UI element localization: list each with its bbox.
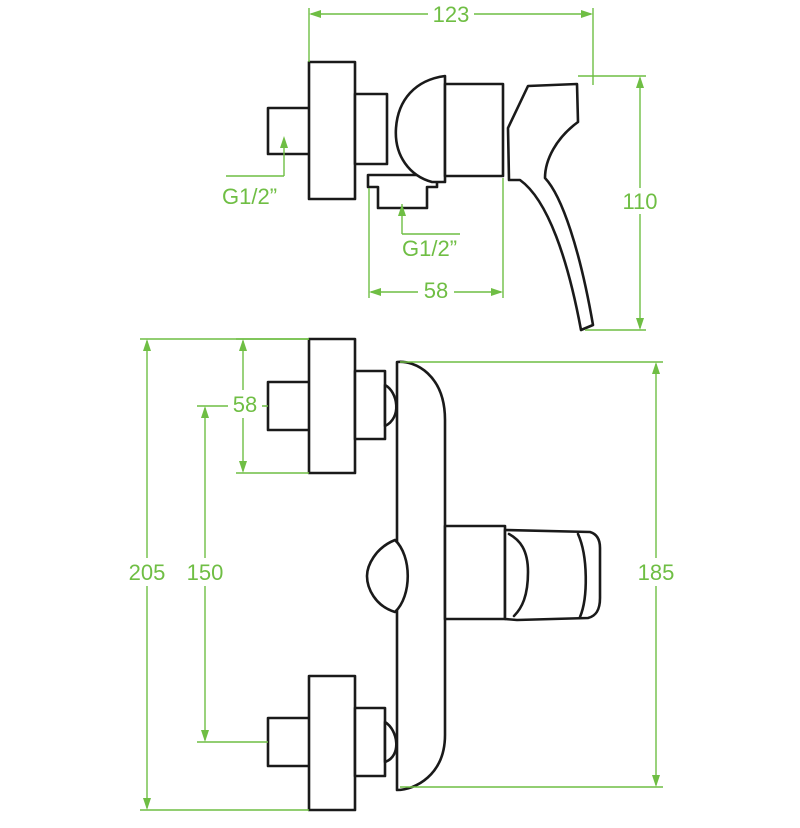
side-inlet-stub bbox=[266, 106, 314, 156]
dim-205-label-bg bbox=[124, 558, 170, 586]
front-cartridge-housing bbox=[443, 524, 507, 621]
dim-58-side-arrow-left bbox=[369, 288, 381, 296]
dim-110-label-bg bbox=[616, 188, 664, 214]
front-lower-inlet-stub bbox=[266, 716, 314, 768]
front-upper-wall-flange bbox=[307, 337, 357, 475]
dimension-lines: 123 110 58 G1/2” G1/2” 205 bbox=[124, 2, 680, 811]
side-cartridge-housing bbox=[443, 82, 505, 178]
dim-58-side-label-bg bbox=[418, 278, 454, 304]
dim-205-arrow-top bbox=[143, 339, 151, 351]
dim-110-arrow-top bbox=[636, 76, 644, 88]
dim-58-side-arrow-right bbox=[491, 288, 503, 296]
dim-123-arrow-left bbox=[309, 10, 321, 18]
dim-150-arrow-bottom bbox=[201, 730, 209, 742]
front-lever-edge bbox=[507, 532, 530, 618]
dim-123-arrow-right bbox=[581, 10, 593, 18]
front-lower-wall-flange bbox=[307, 674, 357, 812]
dim-58-front-arrow-bottom bbox=[239, 461, 247, 473]
front-lever-face bbox=[576, 532, 588, 619]
dim-150-arrow-top bbox=[201, 406, 209, 418]
side-lever-handle bbox=[506, 82, 595, 332]
dim-185-arrow-bottom bbox=[652, 775, 660, 787]
dim-185-label-bg bbox=[632, 558, 680, 586]
dim-123-label-bg bbox=[428, 2, 474, 26]
front-view bbox=[266, 337, 602, 812]
dim-123-label: 123 bbox=[433, 2, 470, 27]
g12-outlet-label: G1/2” bbox=[402, 236, 457, 261]
dim-205-arrow-bottom bbox=[143, 798, 151, 810]
side-view bbox=[266, 60, 595, 332]
side-wall-flange bbox=[307, 60, 357, 201]
side-dome-body bbox=[394, 74, 447, 184]
front-outlet-bulge bbox=[365, 538, 410, 614]
front-lever-handle bbox=[503, 528, 602, 622]
dim-150-label: 150 bbox=[187, 560, 224, 585]
g12-inlet-label: G1/2” bbox=[222, 184, 277, 209]
g12-outlet-arrow bbox=[398, 204, 406, 216]
dim-205-label: 205 bbox=[129, 560, 166, 585]
dim-58-front-label-bg bbox=[228, 390, 262, 418]
front-lower-nut bbox=[353, 706, 387, 778]
front-upper-inlet-stub bbox=[266, 380, 314, 432]
dim-58-front-arrow-top bbox=[239, 339, 247, 351]
dim-185-label: 185 bbox=[638, 560, 675, 585]
dim-150-label-bg bbox=[182, 558, 228, 586]
front-lower-end-cap bbox=[383, 720, 398, 764]
front-upper-end-cap bbox=[383, 383, 398, 428]
dim-110-label: 110 bbox=[622, 189, 657, 214]
dim-58-side-label: 58 bbox=[424, 278, 448, 303]
front-upper-nut bbox=[353, 369, 387, 441]
g12-inlet-arrow bbox=[280, 136, 288, 148]
side-eccentric-nut bbox=[353, 92, 389, 166]
dim-110-arrow-bottom bbox=[636, 318, 644, 330]
dim-58-front-label: 58 bbox=[233, 392, 257, 417]
dim-185-arrow-top bbox=[652, 362, 660, 374]
